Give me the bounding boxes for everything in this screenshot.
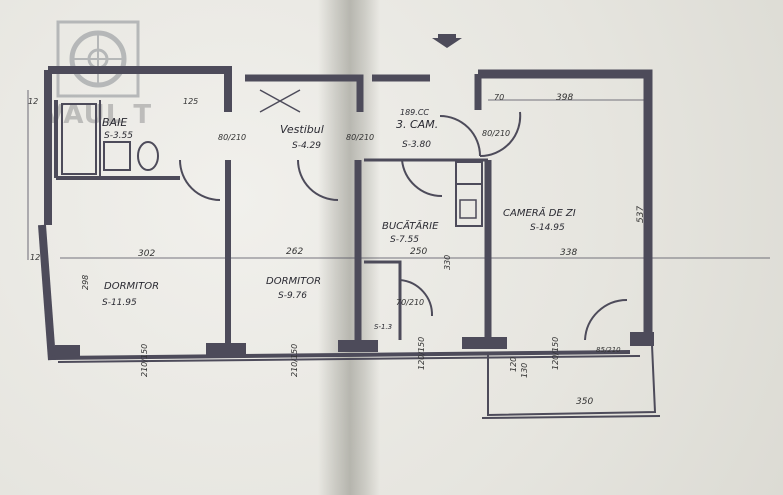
room-area-baie: S-3.55 <box>104 131 133 141</box>
dim-balcony-depth: 130 <box>520 363 529 378</box>
room-name-camera-zi: CAMERĂ DE ZI <box>503 206 576 219</box>
room-name-dormitor-1: DORMITOR <box>104 281 159 292</box>
room-area-vestibul: S-4.29 <box>292 141 321 151</box>
room-area-cam3: S-3.80 <box>402 140 431 150</box>
wall-top-middle <box>245 74 364 112</box>
dim-window-2: 210/150 <box>290 344 299 377</box>
dim-left-height: 298 <box>81 275 90 290</box>
dim-kitchen-height: 330 <box>443 255 452 270</box>
room-area-camera-zi: S-14.95 <box>530 223 565 233</box>
dim-left-small-2: 12 <box>30 253 40 262</box>
room-name-dormitor-2: DORMITOR <box>266 276 321 287</box>
dim-120: 120 <box>509 357 518 372</box>
dim-bucatarie-width: 250 <box>410 247 427 257</box>
dim-right-height: 537 <box>636 206 646 223</box>
dim-door-living: 80/210 <box>482 129 510 138</box>
room-name-baie: BAIE <box>102 116 127 129</box>
room-name-cam3: 3. CAM. <box>396 118 438 131</box>
room-area-dormitor-1: S-11.95 <box>102 298 137 308</box>
dim-door-cam3: 80/210 <box>346 133 374 142</box>
room-name-vestibul: Vestibul <box>280 123 324 136</box>
balcony-outline <box>487 344 657 417</box>
dim-dormitor2-width: 262 <box>286 247 303 257</box>
dim-window-1: 210/150 <box>140 344 149 377</box>
dim-door-vestibul: 80/210 <box>218 133 246 142</box>
dim-door-balcony: 85/210 <box>596 346 621 354</box>
dim-door-small: 70/210 <box>396 298 424 307</box>
dim-baie: 125 <box>183 97 198 106</box>
dim-top-right: 398 <box>556 93 573 103</box>
room-area-small: S-1.3 <box>374 323 392 331</box>
wall-left-lower <box>38 224 56 361</box>
dim-balcony-width: 350 <box>576 397 593 407</box>
room-area-bucatarie: S-7.55 <box>390 235 419 245</box>
dim-left-small: 12 <box>28 97 38 106</box>
arrow-down-icon <box>432 34 462 48</box>
dim-70: 70 <box>494 93 504 102</box>
dim-window-3: 120/150 <box>417 337 426 370</box>
watermark-logo-icon <box>56 20 140 98</box>
dim-window-4: 120/150 <box>551 337 560 370</box>
wall-bottom <box>51 350 631 360</box>
wall-top-left <box>48 66 232 112</box>
room-area-dormitor-2: S-9.76 <box>278 291 307 301</box>
wall-right <box>478 69 653 340</box>
dim-camera-width: 338 <box>560 248 577 258</box>
door-swing-vestibul <box>179 159 221 201</box>
room-code-cam3: 189.CC <box>400 108 429 117</box>
dim-dormitor1-width: 302 <box>138 249 155 259</box>
room-name-bucatarie: BUCĂTĂRIE <box>382 219 439 232</box>
